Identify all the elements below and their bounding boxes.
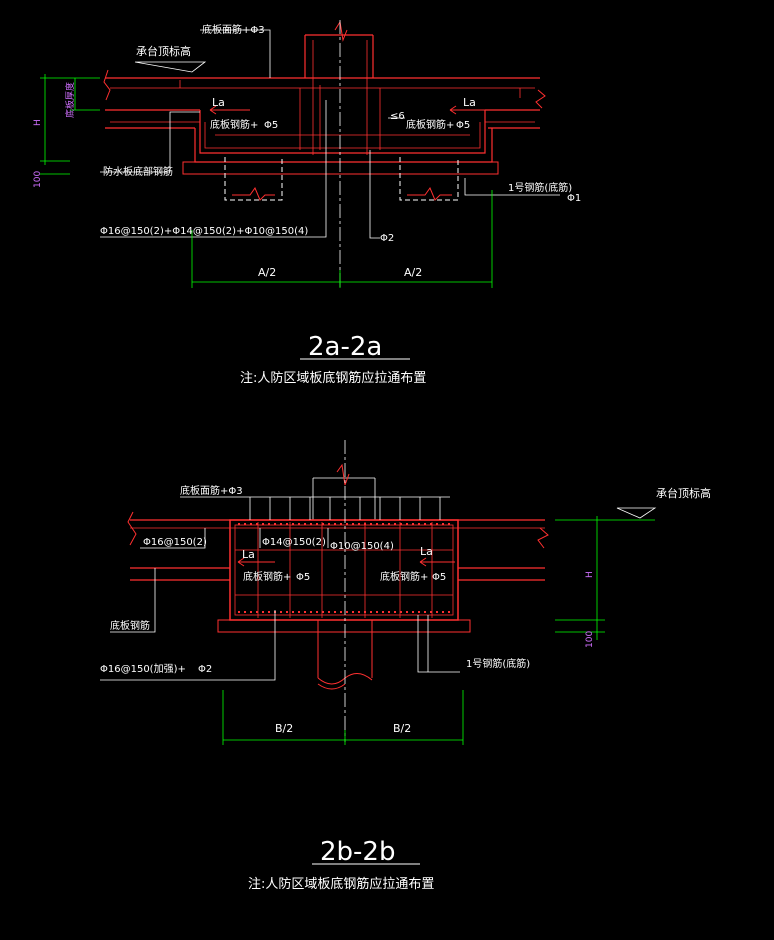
note-b: 注:人防区域板底钢筋应拉通布置	[248, 876, 434, 892]
break-mark-b	[336, 463, 350, 486]
height-dim-a	[40, 74, 100, 175]
pile-b	[217, 619, 471, 690]
la-arrow-left-a	[209, 105, 250, 115]
label-phi5-left-a: Φ5	[264, 120, 278, 131]
label-top-rebar-a: 底板面筋+Φ3	[202, 23, 265, 36]
label-phi2-b: Φ2	[198, 664, 212, 675]
label-no1-rebar-a: 1号钢筋(底筋)	[508, 181, 572, 194]
slab-b	[130, 519, 545, 621]
title-2a-2a: 2a-2a	[308, 332, 382, 362]
top-rebar-ticks-b	[180, 496, 450, 520]
dim-left-b: B/2	[275, 722, 293, 735]
label-phi5-right-a: Φ5	[456, 120, 470, 131]
label-slab-rebar-b: 底板钢筋	[110, 619, 150, 632]
label-bottom-rebar-right-a: 底板钢筋+	[406, 118, 454, 131]
label-H-a: H	[33, 119, 43, 126]
title-2b-2b: 2b-2b	[320, 837, 395, 867]
label-no1-rebar-b: 1号钢筋(底筋)	[466, 657, 530, 670]
section-2a-2a: 底板面筋+Φ3 承台顶标高 La La 底板钢筋+ Φ5 底板钢筋+ Φ5 ≤6…	[33, 20, 581, 386]
pile-caps-a	[182, 157, 499, 201]
label-H-b: H	[585, 571, 595, 578]
label-top-rebar-b: 底板面筋+Φ3	[180, 484, 243, 497]
label-cap-elev-a: 承台顶标高	[136, 44, 191, 58]
slab-end-break-left-a	[103, 69, 111, 101]
label-rebar1-b: Φ16@150(2)	[143, 537, 207, 548]
leaders-a	[100, 29, 560, 239]
column-stub-b	[312, 477, 376, 520]
label-rebar-spec-a: Φ16@150(2)+Φ14@150(2)+Φ10@150(4)	[100, 226, 308, 237]
label-100-a: 100	[33, 171, 43, 188]
label-rebar2-b: Φ14@150(2)	[262, 537, 326, 548]
label-la-right-a: La	[463, 96, 476, 109]
label-le6-a: ≤6	[390, 111, 405, 122]
label-la-left-a: La	[212, 96, 225, 109]
note-a: 注:人防区域板底钢筋应拉通布置	[240, 370, 426, 386]
column-stub-a	[304, 34, 374, 155]
section-2b-2b: 底板面筋+Φ3 承台顶标高 Φ16@150(2) Φ14@150(2) Φ10@…	[100, 440, 711, 892]
dim-right-b: B/2	[393, 722, 411, 735]
label-100-b: 100	[585, 631, 595, 648]
label-bottom-rebar-left-a: 底板钢筋+	[210, 118, 258, 131]
label-bottom-rebar-right-b: 底板钢筋+	[380, 570, 428, 583]
slab-end-break-right-a	[535, 89, 546, 109]
dim-left-a: A/2	[258, 266, 276, 279]
height-dim-b	[555, 516, 655, 640]
label-phi2-a: Φ2	[380, 233, 394, 244]
la-arrow-left-b	[237, 557, 275, 567]
slab-end-break-left-b	[127, 511, 137, 546]
label-rebar3-b: Φ10@150(4)	[330, 541, 394, 552]
label-phi5-left-b: Φ5	[296, 572, 310, 583]
dim-right-a: A/2	[404, 266, 422, 279]
label-cap-elev-b: 承台顶标高	[656, 486, 711, 500]
break-mark-a	[334, 20, 348, 42]
cap-vertical-rebars-b	[257, 522, 433, 618]
label-phi1-a: Φ1	[567, 193, 581, 204]
width-dim-a	[191, 190, 493, 288]
la-arrow-right-b	[419, 557, 455, 567]
slab-a	[105, 77, 540, 163]
width-dim-b	[222, 690, 464, 745]
slab-end-break-right-b	[537, 527, 549, 549]
label-slab-thk-a: 底板厚度	[64, 82, 76, 118]
label-phi5-right-b: Φ5	[432, 572, 446, 583]
label-waterproof-a: 防水板底部钢筋	[103, 165, 173, 178]
label-la-left-b: La	[242, 548, 255, 561]
leaders-b	[100, 507, 657, 681]
label-bottom-rebar-left-b: 底板钢筋+	[243, 570, 291, 583]
la-arrow-right-a	[449, 105, 490, 115]
label-la-right-b: La	[420, 545, 433, 558]
label-rebar-bottom-b: Φ16@150(加强)+	[100, 663, 186, 675]
